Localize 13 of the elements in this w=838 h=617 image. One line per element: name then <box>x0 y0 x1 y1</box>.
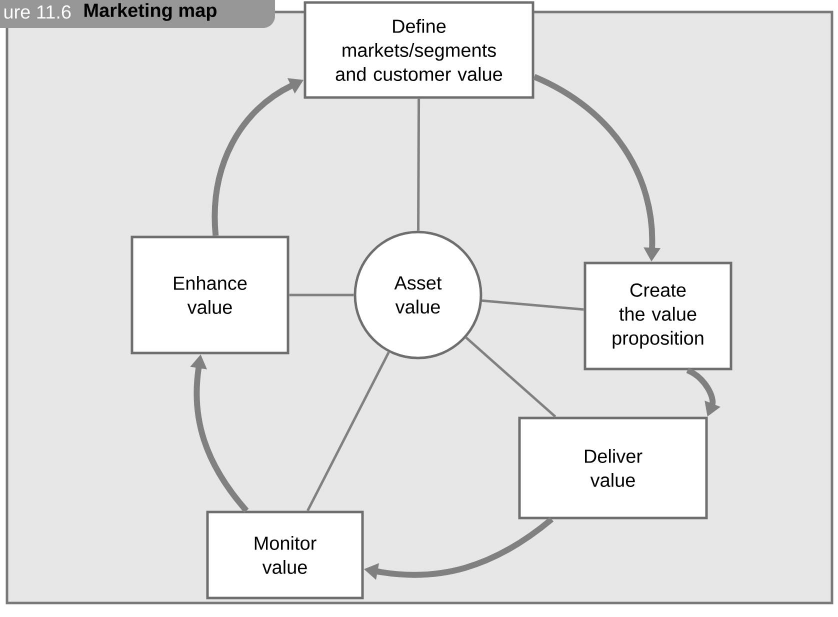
circle-node: Asset value <box>354 230 482 360</box>
process-box: Deliver value <box>518 416 708 520</box>
connector-line <box>417 98 420 231</box>
figure-number: ure 11.6 <box>4 5 71 19</box>
process-box: Monitor value <box>206 510 364 600</box>
process-box: Define markets/segments and customer value <box>304 1 534 99</box>
process-box: Create the value proposition <box>584 262 732 370</box>
figure-title: Marketing map <box>84 3 216 21</box>
process-box: Enhance value <box>130 236 290 354</box>
connector-line <box>465 336 556 418</box>
connector-line <box>482 299 584 311</box>
connector-line <box>289 294 354 296</box>
connector-line <box>306 352 390 512</box>
